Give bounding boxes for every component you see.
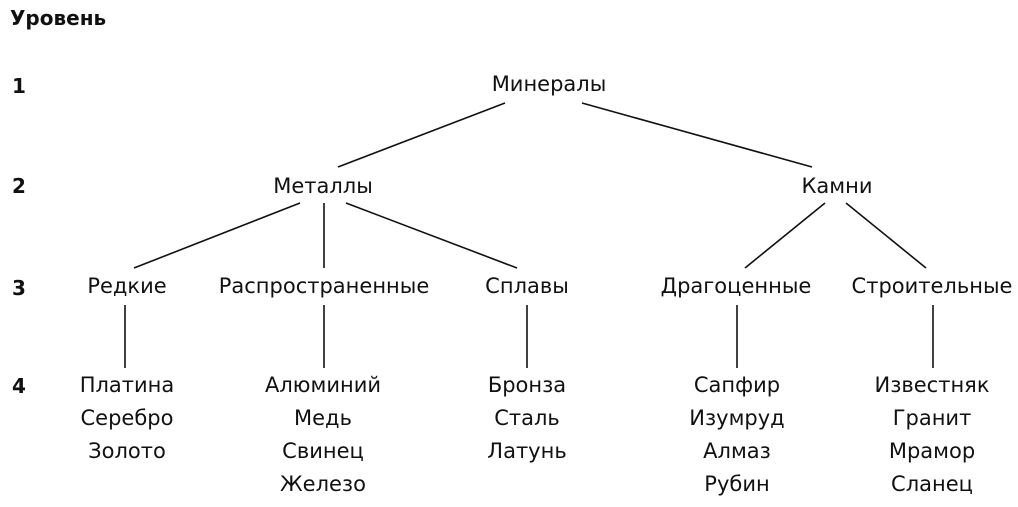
node-stones: Камни (801, 174, 873, 198)
leaf-item: Алюминий (265, 373, 381, 397)
node-common: Распространенные (218, 274, 430, 298)
leaf-item: Рубин (704, 472, 770, 496)
leaf-item: Золото (88, 439, 166, 463)
edge-minerals-stones (581, 102, 813, 168)
edge-metals-alloys (345, 202, 518, 269)
edge-metals-rare (133, 202, 301, 269)
node-metals: Металлы (273, 174, 373, 198)
leaf-item: Гранит (892, 406, 972, 430)
leaf-item: Медь (294, 406, 352, 430)
leaf-item: Изумруд (689, 406, 785, 430)
level-header: Уровень (10, 6, 107, 30)
node-rare: Редкие (87, 274, 167, 298)
node-alloys: Сплавы (485, 274, 569, 298)
leaf-item: Серебро (80, 406, 174, 430)
level-number-3: 3 (12, 276, 26, 300)
leaf-list-building: Известняк Гранит Мрамор Сланец (875, 369, 990, 501)
leaf-item: Сланец (891, 472, 973, 496)
leaf-item: Железо (280, 472, 366, 496)
leaf-list-rare: Платина Серебро Золото (80, 369, 175, 468)
leaf-item: Бронза (487, 373, 567, 397)
node-building: Строительные (851, 274, 1013, 298)
node-minerals: Минералы (491, 72, 607, 96)
leaf-item: Известняк (874, 373, 990, 397)
leaf-item: Сапфир (693, 373, 781, 397)
edge-minerals-metals (337, 102, 506, 168)
edge-stones-precious (744, 202, 826, 269)
level-number-4: 4 (12, 374, 26, 398)
leaf-item: Латунь (487, 439, 567, 463)
level-number-2: 2 (12, 174, 26, 198)
leaf-item: Сталь (494, 406, 560, 430)
node-precious: Драгоценные (660, 274, 812, 298)
edge-stones-building (845, 202, 927, 269)
leaf-list-precious: Сапфир Изумруд Алмаз Рубин (689, 369, 784, 501)
leaf-list-alloys: Бронза Сталь Латунь (487, 369, 566, 468)
level-number-1: 1 (12, 74, 26, 98)
leaf-item: Свинец (282, 439, 364, 463)
leaf-item: Платина (79, 373, 175, 397)
leaf-list-common: Алюминий Медь Свинец Железо (265, 369, 381, 501)
leaf-item: Мрамор (888, 439, 976, 463)
leaf-item: Алмаз (703, 439, 771, 463)
